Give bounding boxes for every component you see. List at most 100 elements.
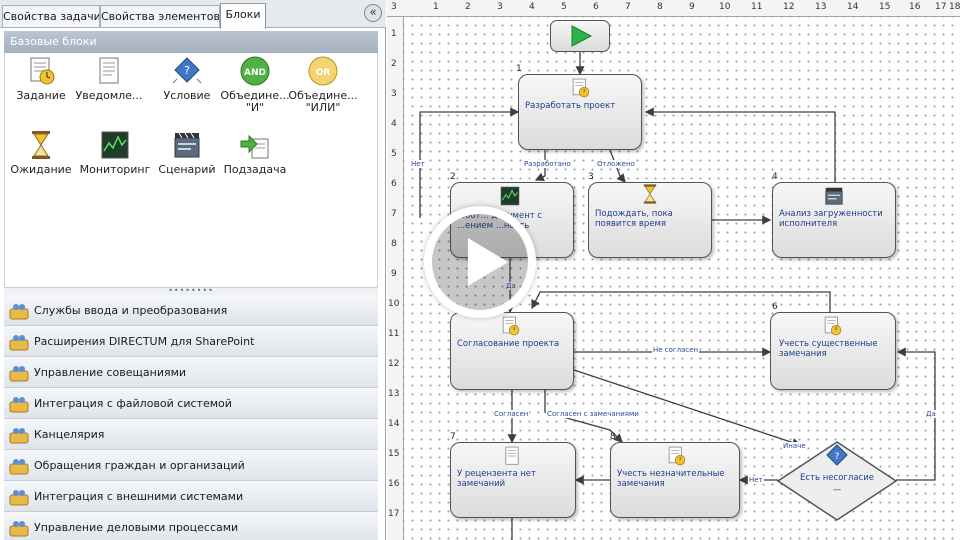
group-office[interactable]: Канцелярия [4, 419, 378, 450]
block-and-join[interactable]: AND Объедине... "И" [219, 55, 291, 114]
start-play-icon [571, 25, 593, 47]
node-6-major-remarks[interactable]: Учесть существенные замечания [770, 312, 896, 390]
edge-label-postponed: Отложено [596, 160, 636, 168]
block-notification[interactable]: Уведомле... [73, 55, 145, 102]
edge-label-disagree: Не согласен [652, 346, 700, 354]
block-groups-list: Службы ввода и преобразования Расширения… [4, 295, 378, 540]
block-label: Объедине... "И" [220, 89, 290, 114]
subtask-icon [240, 134, 269, 159]
node-label: Учесть существенные замечания [779, 339, 878, 359]
ruler-number: 2 [465, 2, 471, 12]
tab-bar: Свойства задачи Свойства элементов Блоки… [0, 0, 386, 29]
monitoring-icon [101, 131, 129, 159]
node-3-wait[interactable]: Подождать, пока появится время [588, 182, 712, 258]
node-label: Учесть незначительные замечания [617, 469, 725, 489]
group-label: Канцелярия [34, 428, 105, 441]
ruler-number: 14 [388, 419, 400, 429]
node-8-minor-remarks[interactable]: Учесть незначительные замечания [610, 442, 740, 518]
users-folder-icon [9, 335, 29, 351]
block-label: Ожидание [10, 163, 72, 176]
edge-label-otherwise: Иначе [782, 442, 807, 450]
notification-icon [505, 446, 519, 465]
ruler-number: 17 [935, 2, 947, 12]
node-5-approval[interactable]: Согласование проекта [450, 312, 574, 390]
node-4-workload-analysis[interactable]: Анализ загруженности исполнителя [772, 182, 896, 258]
edge-label-agree: Согласен [493, 410, 530, 418]
ruler-number: 18 [949, 2, 960, 12]
block-condition[interactable]: ? Условие [151, 55, 223, 102]
users-folder-icon [9, 304, 29, 320]
ruler-number: 6 [391, 179, 397, 189]
group-external-systems[interactable]: Интеграция с внешними системами [4, 481, 378, 512]
node-label: Анализ загруженности исполнителя [779, 209, 883, 229]
group-label: Управление совещаниями [34, 366, 187, 379]
task-icon [502, 316, 520, 336]
edge-label-no-bottom: Нет [748, 476, 764, 484]
ruler-number: 8 [657, 2, 663, 12]
tab-task-properties[interactable]: Свойства задачи [2, 5, 100, 27]
users-folder-icon [9, 428, 29, 444]
ruler-number: 16 [909, 2, 921, 12]
group-meetings[interactable]: Управление совещаниями [4, 357, 378, 388]
ruler-number: 6 [593, 2, 599, 12]
node-number: 1 [516, 64, 522, 74]
group-label: Интеграция с внешними системами [34, 490, 244, 503]
ruler-number: 2 [391, 59, 397, 69]
task-icon [30, 57, 55, 85]
ruler-number: 15 [879, 2, 891, 12]
ruler-number: 10 [388, 299, 400, 309]
block-or-join[interactable]: OR Объедине... "ИЛИ" [287, 55, 359, 114]
or-join-icon: OR [308, 56, 338, 86]
group-label: Интеграция с файловой системой [34, 397, 232, 410]
block-label: Уведомле... [75, 89, 143, 102]
basic-blocks-header[interactable]: Базовые блоки [4, 31, 378, 53]
users-folder-icon [9, 490, 29, 506]
block-task[interactable]: Задание [5, 55, 77, 102]
video-play-button[interactable] [424, 206, 536, 318]
node-label: Разработать проект [525, 101, 616, 111]
script-icon [174, 132, 200, 158]
tab-element-properties[interactable]: Свойства элементов [100, 5, 220, 27]
ruler-number: 12 [783, 2, 795, 12]
node-number: 7 [450, 432, 456, 442]
group-business-processes[interactable]: Управление деловыми процессами [4, 512, 378, 540]
ruler-number: 3 [391, 89, 397, 99]
ruler-number: 13 [815, 2, 827, 12]
node-9-disagreement-condition[interactable]: ? Есть несогласие — [776, 440, 898, 522]
monitoring-icon [500, 186, 520, 206]
ruler-number: 7 [391, 209, 397, 219]
block-subtask[interactable]: Подзадача [219, 129, 291, 176]
block-script[interactable]: Сценарий [151, 129, 223, 176]
ruler-number: 10 [719, 2, 731, 12]
users-folder-icon [9, 459, 29, 475]
group-sharepoint[interactable]: Расширения DIRECTUM для SharePoint [4, 326, 378, 357]
ruler-number: 3 [497, 2, 503, 12]
node-1-develop-project[interactable]: Разработать проект [518, 74, 642, 150]
and-join-icon: AND [240, 56, 270, 86]
panel-splitter[interactable]: •••••••• [4, 287, 378, 295]
svg-text:OR: OR [316, 68, 331, 78]
task-icon [824, 316, 842, 336]
ruler-number: 1 [433, 2, 439, 12]
users-folder-icon [9, 521, 29, 537]
tab-blocks[interactable]: Блоки [220, 3, 266, 29]
node-label: Подождать, пока появится время [595, 209, 673, 229]
node-number: 6 [772, 302, 778, 312]
group-filesystem[interactable]: Интеграция с файловой системой [4, 388, 378, 419]
edge-label-no: Нет [410, 160, 426, 168]
ruler-number: 5 [561, 2, 567, 12]
block-monitoring[interactable]: Мониторинг [79, 129, 151, 176]
edge-label-yes-right: Да [925, 410, 937, 418]
svg-text:Есть несогласие: Есть несогласие [800, 473, 874, 483]
group-label: Расширения DIRECTUM для SharePoint [34, 335, 255, 348]
notification-icon [99, 57, 119, 84]
group-input-services[interactable]: Службы ввода и преобразования [4, 295, 378, 326]
edge-label-agree-with-remarks: Согласен с замечаниями [546, 410, 640, 418]
node-7-no-remarks[interactable]: У рецензента нет замечаний [450, 442, 576, 518]
collapse-panel-button[interactable]: « [364, 4, 382, 22]
group-citizen-requests[interactable]: Обращения граждан и организаций [4, 450, 378, 481]
block-wait[interactable]: Ожидание [5, 129, 77, 176]
start-block[interactable] [550, 20, 610, 52]
hourglass-icon [32, 131, 50, 159]
ruler-number: 1 [391, 29, 397, 39]
